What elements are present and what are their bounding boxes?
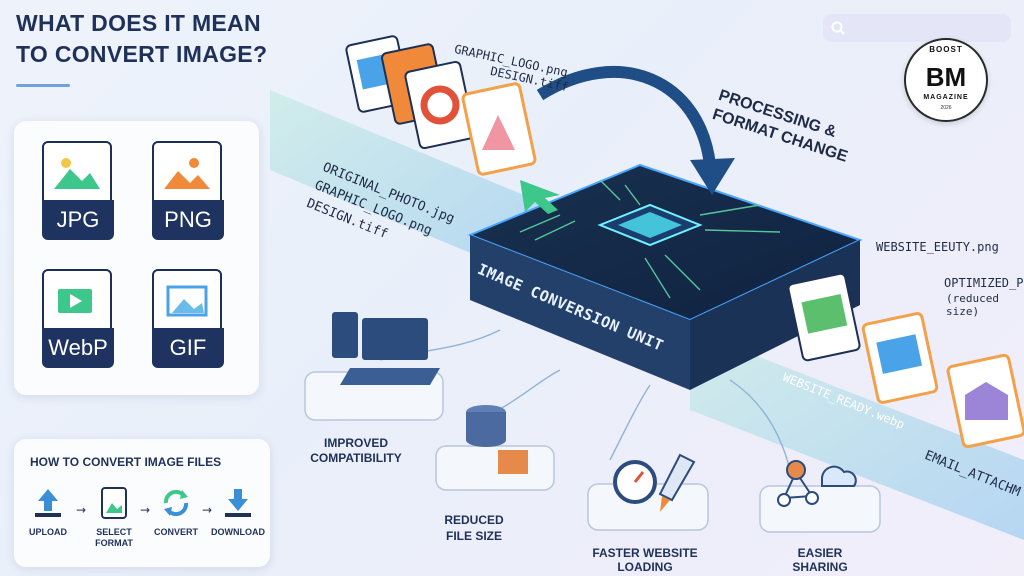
title-line-1: WHAT DOES IT MEAN bbox=[16, 10, 261, 36]
logo-top-text: BOOST bbox=[929, 45, 963, 54]
upload-icon bbox=[35, 489, 61, 517]
format-label-gif: GIF bbox=[152, 328, 224, 368]
download-icon bbox=[225, 489, 251, 517]
benefit-line: REDUCED bbox=[444, 513, 504, 527]
benefit-compatibility: IMPROVED COMPATIBILITY bbox=[300, 436, 412, 466]
process-arrow bbox=[536, 66, 716, 166]
image-file-icon bbox=[101, 487, 127, 519]
circuit-lines bbox=[519, 179, 781, 299]
format-label-webp: WebP bbox=[42, 328, 114, 368]
database-box-icon bbox=[466, 405, 528, 474]
core-chip-glow bbox=[618, 212, 682, 238]
boost-magazine-logo: BOOST BM MAGAZINE 2026 bbox=[904, 38, 988, 122]
arrow-right-icon: → bbox=[140, 503, 151, 517]
step-label: DOWNLOAD bbox=[211, 527, 265, 537]
mountain-image-icon bbox=[164, 158, 210, 189]
mountain-image-icon bbox=[54, 158, 100, 189]
benefit-line: EASIER bbox=[797, 546, 843, 560]
search-icon bbox=[831, 21, 845, 35]
benefit-sharing: EASIER SHARING bbox=[770, 546, 870, 574]
step-download: DOWNLOAD bbox=[210, 487, 266, 538]
arrow-right-icon: → bbox=[202, 503, 213, 517]
benefit-line: FILE SIZE bbox=[445, 529, 502, 543]
benefit-line: FASTER WEBSITE bbox=[592, 546, 698, 560]
benefit-line: LOADING bbox=[617, 560, 673, 574]
refresh-icon bbox=[163, 489, 189, 517]
search-input[interactable] bbox=[823, 14, 1011, 42]
title-line-2: TO CONVERT IMAGE? bbox=[16, 41, 268, 67]
logo-bottom-text: MAGAZINE bbox=[923, 94, 969, 101]
benefit-file-size: REDUCED FILE SIZE bbox=[422, 512, 526, 544]
step-upload: UPLOAD bbox=[20, 487, 76, 538]
step-convert: CONVERT bbox=[148, 487, 204, 538]
output-label-website-eeuty: WEBSITE_EEUTY.png bbox=[876, 240, 999, 254]
formats-panel: JPG PNG WebP GIF bbox=[14, 121, 259, 395]
step-label: UPLOAD bbox=[29, 527, 67, 537]
format-card-webp: WebP bbox=[42, 269, 114, 368]
step-label: SELECT FORMAT bbox=[95, 527, 133, 548]
output-label-optimized: OPTIMIZED_P bbox=[944, 276, 1024, 290]
input-arrow bbox=[520, 180, 560, 214]
step-select-format: SELECT FORMAT bbox=[86, 487, 142, 549]
howto-title: HOW TO CONVERT IMAGE FILES bbox=[30, 455, 222, 469]
benefit-line: SHARING bbox=[792, 560, 848, 574]
benefit-line: IMPROVED bbox=[323, 436, 388, 450]
logo-main-text: BM bbox=[925, 62, 967, 92]
howto-panel: HOW TO CONVERT IMAGE FILES UPLOAD → SELE… bbox=[14, 439, 270, 567]
page-title: WHAT DOES IT MEAN TO CONVERT IMAGE? bbox=[16, 8, 316, 70]
format-card-jpg: JPG bbox=[42, 141, 114, 240]
laptop-devices-icon bbox=[332, 312, 440, 385]
step-label: CONVERT bbox=[153, 527, 198, 537]
output-documents bbox=[787, 272, 1024, 449]
output-belt bbox=[690, 330, 1024, 540]
benefit-line: COMPATIBILITY bbox=[310, 451, 402, 465]
stopwatch-rocket-icon bbox=[613, 453, 696, 512]
format-card-gif: GIF bbox=[152, 269, 224, 368]
input-documents bbox=[345, 35, 537, 176]
format-label-jpg: JPG bbox=[42, 200, 114, 240]
format-card-png: PNG bbox=[152, 141, 224, 240]
video-play-icon bbox=[58, 289, 92, 313]
process-arrow-head bbox=[690, 158, 735, 195]
benefit-website-loading: FASTER WEBSITE LOADING bbox=[580, 546, 710, 574]
format-label-png: PNG bbox=[152, 200, 224, 240]
picture-frame-icon bbox=[166, 285, 208, 317]
logo-year-text: 2026 bbox=[940, 105, 952, 111]
arrow-right-icon: → bbox=[76, 503, 87, 517]
title-underline bbox=[16, 84, 70, 87]
conversion-unit-front bbox=[470, 235, 690, 390]
share-network-icon bbox=[777, 460, 857, 507]
output-label-reduced-size: (reduced size) bbox=[946, 292, 999, 318]
